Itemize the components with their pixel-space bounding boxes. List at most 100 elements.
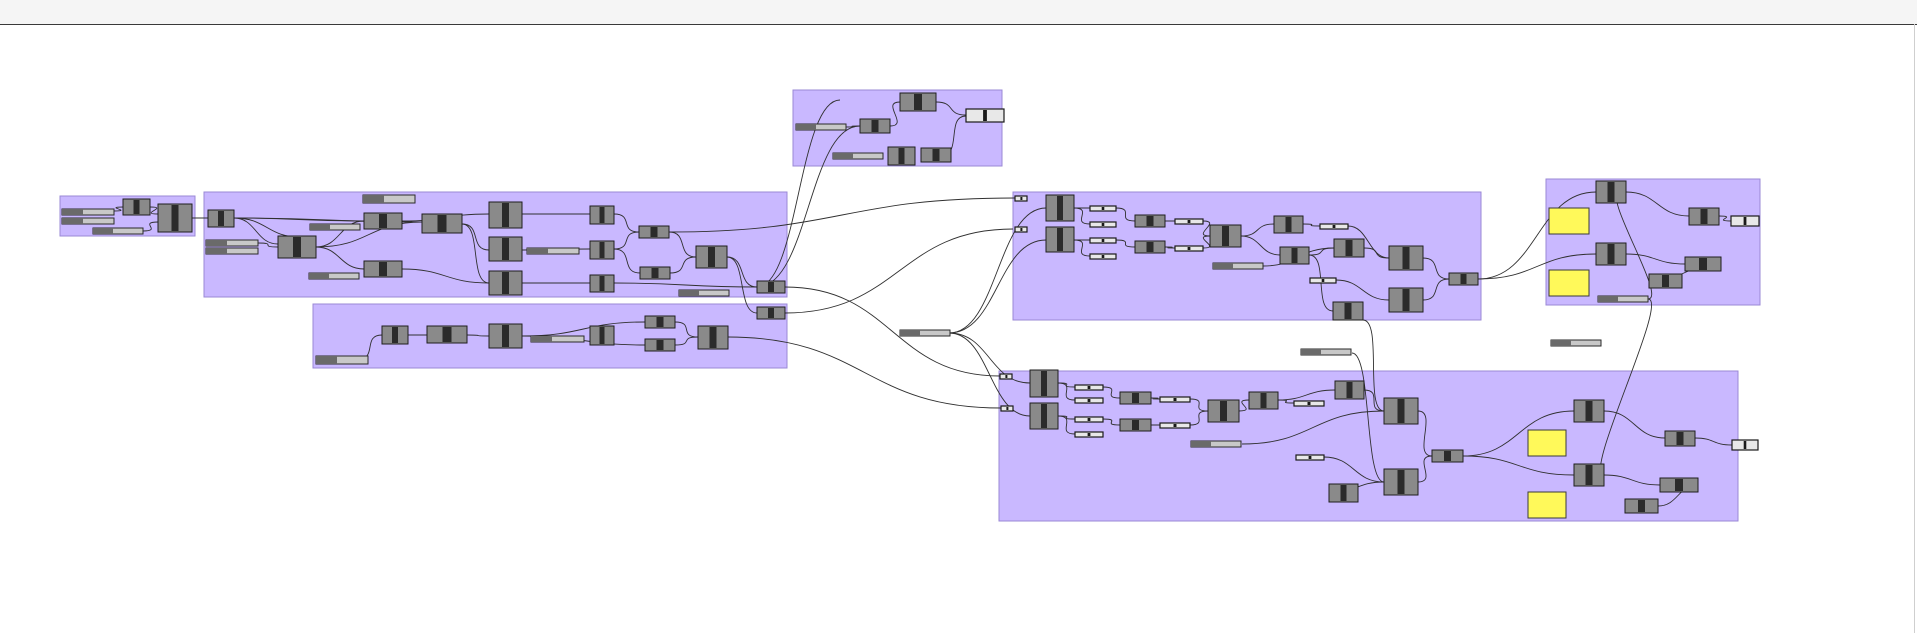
component-node[interactable] [122,198,151,216]
number-slider[interactable] [309,223,361,231]
parameter-node[interactable] [1159,396,1191,403]
number-slider[interactable] [899,329,951,337]
component-node[interactable] [1648,273,1683,289]
component-node[interactable] [887,146,916,166]
number-slider[interactable] [362,194,416,204]
component-node[interactable] [488,236,523,262]
component-node[interactable] [638,225,670,239]
component-node[interactable] [1029,402,1059,430]
parameter-node[interactable] [1295,454,1325,461]
parameter-node[interactable] [1089,205,1117,212]
component-node[interactable] [1448,272,1479,286]
number-slider[interactable] [92,227,144,235]
component-node[interactable] [363,212,403,230]
component-node[interactable] [1684,256,1722,272]
component-node[interactable] [421,213,463,234]
component-node[interactable] [1334,380,1365,400]
component-node[interactable] [920,147,952,163]
parameter-node[interactable] [1174,245,1204,252]
component-node[interactable] [589,274,615,293]
parameter-node[interactable] [1174,218,1204,225]
component-node[interactable] [1333,238,1365,258]
component-node[interactable] [1664,430,1696,447]
parameter-node[interactable] [1159,422,1191,429]
number-slider[interactable] [61,217,115,225]
component-node[interactable] [1388,245,1424,271]
component-node[interactable] [1383,468,1419,496]
component-node[interactable] [426,325,468,344]
number-slider[interactable] [205,247,259,255]
component-node[interactable] [1388,287,1424,313]
component-node[interactable] [695,245,728,269]
component-node[interactable] [756,306,786,320]
parameter-node[interactable] [1089,221,1117,228]
component-node[interactable] [363,260,403,278]
parameter-node[interactable] [1074,416,1104,423]
component-node[interactable] [1595,242,1627,266]
component-node[interactable] [381,325,409,345]
parameter-node[interactable] [1014,195,1028,202]
number-slider[interactable] [795,123,847,131]
component-node[interactable] [1328,483,1359,503]
parameter-node[interactable] [1730,215,1760,227]
component-node[interactable] [1119,418,1152,432]
parameter-node[interactable] [1089,237,1117,244]
yellow-panel[interactable] [1527,491,1567,519]
yellow-panel[interactable] [1548,269,1590,297]
component-node[interactable] [1573,463,1605,487]
component-node[interactable] [899,92,937,112]
number-slider[interactable] [526,247,580,255]
component-node[interactable] [644,338,676,352]
parameter-node[interactable] [1309,277,1337,284]
component-node[interactable] [644,315,676,329]
number-slider[interactable] [832,152,884,160]
component-node[interactable] [756,280,786,294]
component-node[interactable] [1273,215,1304,234]
component-node[interactable] [1134,214,1166,228]
component-node[interactable] [488,270,523,296]
number-slider[interactable] [308,272,360,280]
parameter-node[interactable] [1074,431,1104,438]
component-node[interactable] [157,203,193,233]
yellow-panel[interactable] [1527,429,1567,457]
parameter-node[interactable] [1089,253,1117,260]
component-node[interactable] [1207,399,1240,423]
component-node[interactable] [697,325,729,350]
parameter-node[interactable] [1293,400,1325,407]
component-node[interactable] [1688,207,1720,226]
component-node[interactable] [589,325,615,346]
number-slider[interactable] [205,239,259,247]
component-node[interactable] [488,323,523,349]
component-node[interactable] [1659,477,1699,493]
number-slider[interactable] [530,335,585,343]
component-node[interactable] [277,235,317,259]
component-node[interactable] [1595,180,1627,204]
component-node[interactable] [207,209,235,228]
number-slider[interactable] [1212,262,1264,270]
parameter-node[interactable] [965,108,1005,123]
parameter-node[interactable] [1000,405,1014,412]
canvas-scroll-edge[interactable] [1914,24,1915,633]
component-node[interactable] [1573,399,1605,423]
number-slider[interactable] [1550,339,1602,347]
component-node[interactable] [488,201,523,229]
parameter-node[interactable] [1074,397,1104,404]
component-node[interactable] [1209,224,1242,248]
component-node[interactable] [1119,391,1152,405]
number-slider[interactable] [1597,295,1649,303]
component-node[interactable] [589,240,615,260]
yellow-panel[interactable] [1548,207,1590,235]
nodes-layer[interactable] [61,92,1760,519]
component-node[interactable] [1279,246,1310,265]
parameter-node[interactable] [1014,226,1028,233]
number-slider[interactable] [678,289,730,297]
component-node[interactable] [1332,301,1364,321]
number-slider[interactable] [315,355,369,365]
component-node[interactable] [589,205,615,225]
component-node[interactable] [1045,194,1075,222]
number-slider[interactable] [1300,348,1352,356]
component-node[interactable] [1248,391,1279,410]
parameter-node[interactable] [999,373,1013,380]
